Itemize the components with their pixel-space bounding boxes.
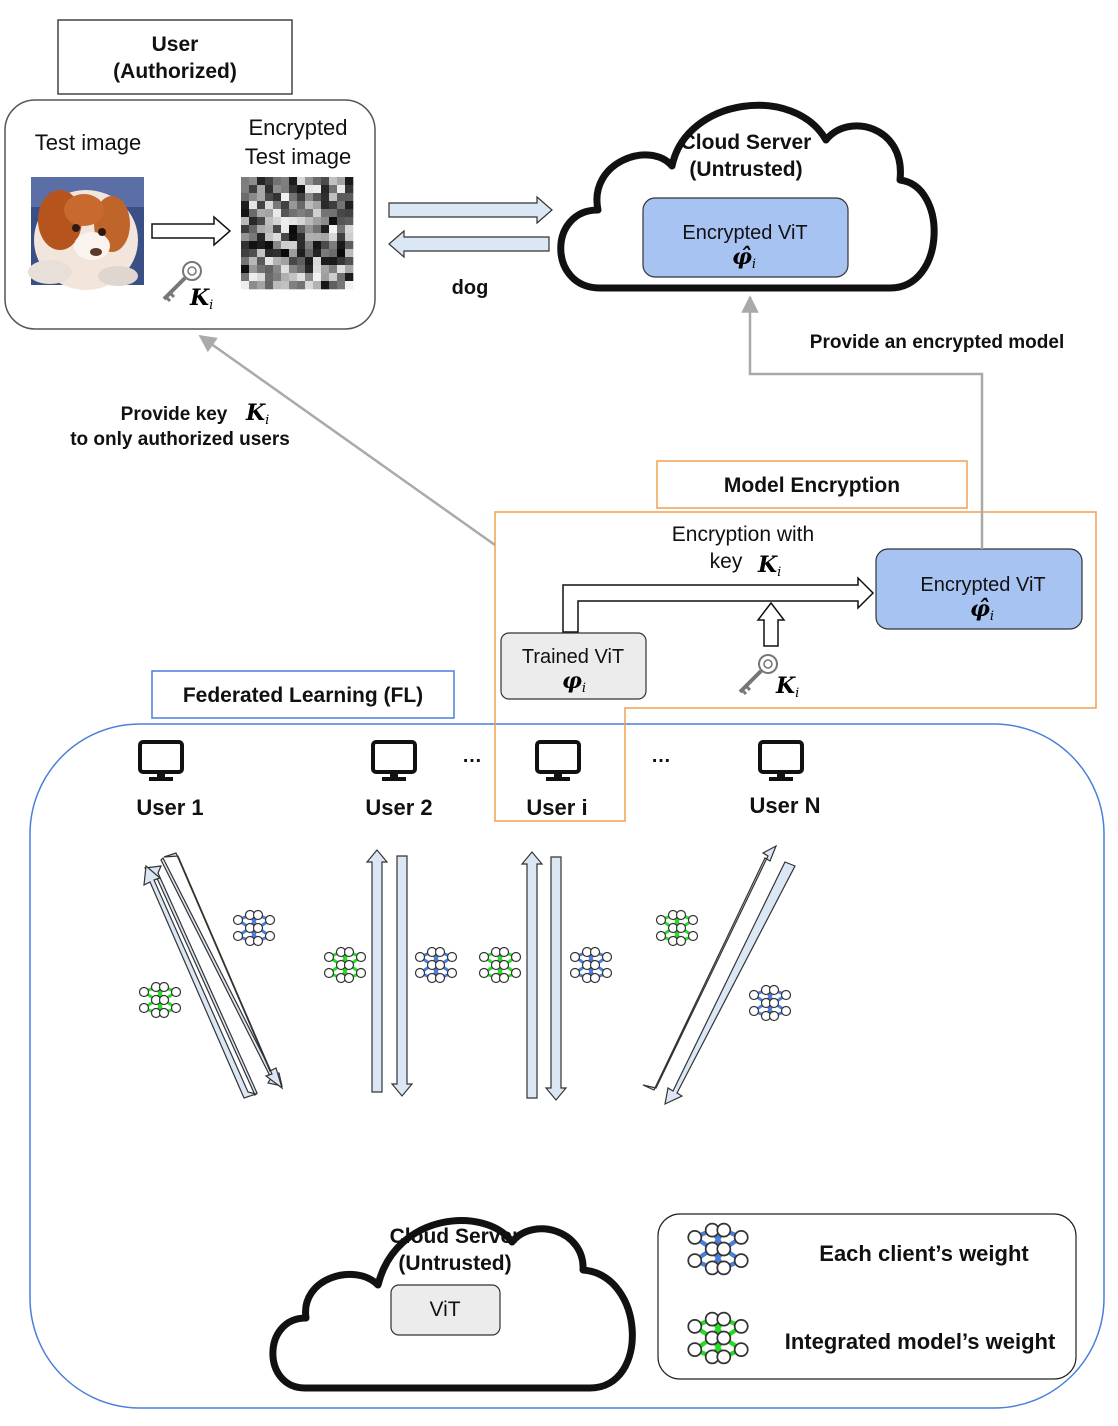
vit-box — [390, 1284, 501, 1336]
test-image-label: Test image — [35, 130, 141, 155]
encrypted-image-label-2: Test image — [245, 144, 351, 169]
trained-vit-symbol: φi — [562, 668, 586, 696]
fl-upload-download-arrows — [144, 856, 283, 1097]
user-key-symbol: Ki — [189, 285, 213, 313]
fl-region — [29, 723, 1105, 1409]
integrated-weight-icon — [323, 946, 367, 984]
ellipsis-1: … — [462, 745, 482, 767]
ellipsis-2: … — [651, 745, 671, 767]
encryption-key-label: key — [710, 550, 743, 573]
provide-key-connector — [198, 334, 496, 547]
trained-vit-label: Trained ViT — [522, 646, 624, 668]
query-arrow — [388, 195, 553, 225]
cloud-bottom-title-2: (Untrusted) — [398, 1252, 511, 1275]
cloud-top-title-1: Cloud Server — [681, 131, 812, 154]
provide-model-label: Provide an encrypted model — [810, 332, 1064, 353]
integrated-weight-icon — [138, 981, 182, 1019]
monitor-icon — [535, 740, 581, 783]
user-1-label: User 1 — [136, 795, 203, 820]
model-encryption-title-box — [656, 460, 968, 509]
integrated-weight-icon — [478, 946, 522, 984]
key-icon — [738, 653, 779, 696]
encrypted-image-label-1: Encrypted — [248, 115, 347, 140]
user-region — [4, 99, 376, 330]
cloud-encrypted-vit-label: Encrypted ViT — [682, 222, 807, 244]
client-weight-icon — [414, 946, 458, 984]
provide-key-symbol: Ki — [245, 400, 269, 428]
test-image — [28, 177, 144, 290]
encrypted-vit-label: Encrypted ViT — [920, 574, 1045, 596]
encrypted-vit-box — [875, 548, 1083, 630]
encrypted-vit-symbol: φ̂i — [970, 596, 994, 624]
monitor-icon — [371, 740, 417, 783]
legend-integrated-label: Integrated model’s weight — [785, 1329, 1056, 1354]
user-title-2: (Authorized) — [113, 60, 237, 83]
provide-key-line1: Provide key — [121, 404, 228, 425]
encryption-key-symbol: Ki — [757, 552, 781, 580]
cloud-bottom-title-1: Cloud Server — [390, 1225, 521, 1248]
encrypt-image-arrow — [151, 215, 232, 247]
vit-label: ViT — [429, 1298, 460, 1321]
legend-box — [657, 1213, 1077, 1380]
client-weight-icon — [569, 946, 613, 984]
encrypted-test-image — [241, 177, 354, 290]
key-icon-symbol: Ki — [775, 673, 799, 701]
user-n-label: User N — [750, 793, 821, 818]
user-2-label: User 2 — [365, 795, 432, 820]
trained-vit-box — [500, 632, 647, 700]
result-label: dog — [452, 277, 489, 299]
user-i-label: User i — [526, 795, 587, 820]
key-up-arrow — [756, 601, 786, 647]
integrated-weight-icon — [655, 909, 699, 947]
user-title-box — [57, 19, 293, 95]
client-weight-icon — [748, 984, 792, 1022]
provide-model-connector — [741, 295, 984, 549]
encryption-with-label: Encryption with — [672, 523, 814, 546]
provide-key-line2: to only authorized users — [70, 429, 290, 450]
cloud-encrypted-vit-box — [642, 197, 849, 278]
legend-client-label: Each client’s weight — [819, 1241, 1029, 1266]
monitor-icon — [138, 740, 184, 783]
user-title-1: User — [152, 33, 199, 56]
encryption-arrow — [562, 576, 875, 633]
fl-arrows — [143, 844, 796, 1106]
response-arrow — [388, 229, 550, 259]
client-weight-icon — [232, 909, 276, 947]
cloud-top-title-2: (Untrusted) — [689, 158, 802, 181]
cloud-encrypted-vit-symbol: φ̂i — [732, 244, 756, 272]
model-encryption-title: Model Encryption — [724, 474, 900, 497]
fl-title-box — [151, 670, 455, 719]
arrow-user1-down — [160, 856, 283, 1087]
monitor-icon — [758, 740, 804, 783]
model-encryption-region — [494, 511, 1097, 822]
fl-title: Federated Learning (FL) — [183, 684, 423, 707]
